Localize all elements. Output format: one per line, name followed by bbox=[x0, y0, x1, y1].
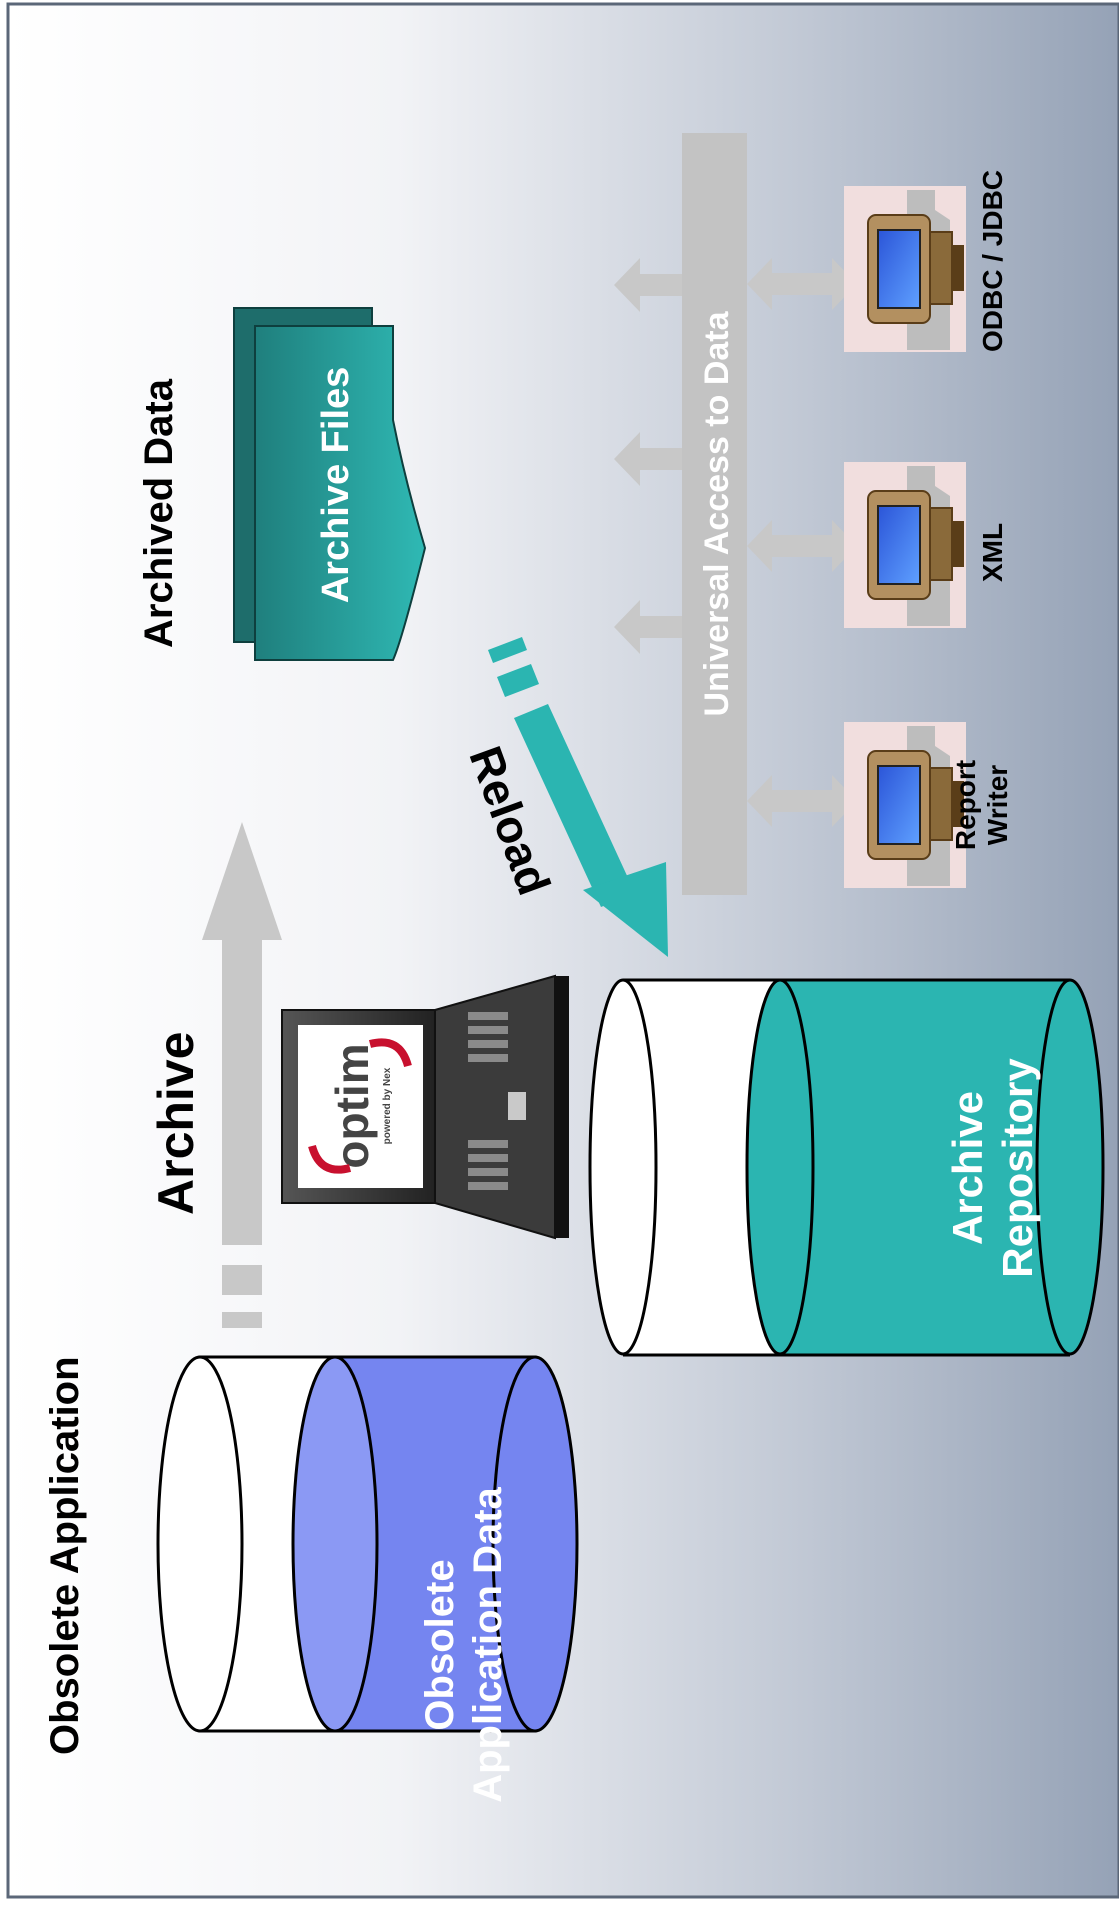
optim-logo-text: optim bbox=[326, 1043, 378, 1168]
archive-repository-icon bbox=[588, 978, 1105, 1357]
obsolete-data-label-line2: Application Data bbox=[466, 1486, 510, 1802]
archive-repository-label-line1: Archive bbox=[944, 1091, 991, 1245]
optim-logo-subtext: powered by Nex bbox=[382, 1067, 393, 1144]
obsolete-data-label-line1: Obsolete bbox=[418, 1559, 462, 1730]
report-writer-label-line2: Writer bbox=[982, 765, 1013, 845]
optim-logo: optim powered by Nex bbox=[308, 1038, 412, 1174]
archive-files-icon bbox=[233, 307, 427, 661]
desktop-computer-icon-odbc bbox=[844, 186, 966, 352]
obsolete-application-label: Obsolete Application bbox=[43, 1356, 87, 1755]
universal-access-bar bbox=[682, 133, 747, 895]
universal-access-label: Universal Access to Data bbox=[698, 310, 736, 716]
archive-repository-label-line2: Repository bbox=[994, 1058, 1041, 1278]
access-arrows-left bbox=[614, 258, 682, 654]
desktop-computer-icon-report bbox=[844, 722, 966, 888]
report-writer-label-line1: Report bbox=[950, 760, 981, 850]
xml-label: XML bbox=[977, 523, 1008, 582]
odbc-jdbc-label: ODBC / JDBC bbox=[977, 170, 1008, 352]
archive-label: Archive bbox=[148, 1032, 204, 1215]
laptop-icon bbox=[281, 974, 569, 1240]
archived-data-label: Archived Data bbox=[137, 378, 181, 648]
archive-files-label: Archive Files bbox=[315, 367, 357, 604]
obsolete-database-icon bbox=[156, 1355, 579, 1733]
archive-arrow bbox=[202, 822, 282, 1328]
reload-arrow bbox=[488, 637, 668, 957]
desktop-computer-icon-xml bbox=[844, 462, 966, 628]
